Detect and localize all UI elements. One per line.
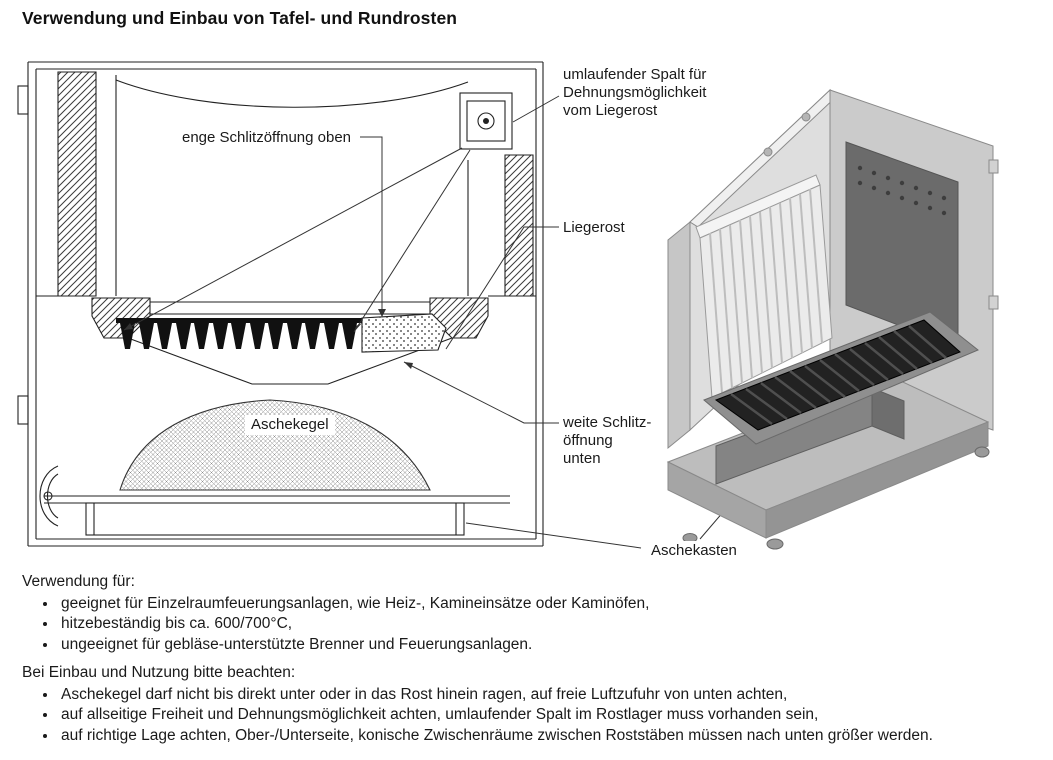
bullet-item: auf richtige Lage achten, Ober-/Untersei… [58,726,1034,746]
insulation-hatch [57,71,97,297]
liegerost-end-section [361,313,447,353]
hinge-lug [17,395,29,425]
label-aschekasten: Aschekasten [645,541,743,561]
bullet-item: auf allseitige Freiheit und Dehnungsmögl… [58,705,1034,725]
label-aschekegel: Aschekegel [245,415,335,435]
label-enge-schlitzoeffnung: enge Schlitzöffnung oben [182,129,352,146]
label-umlaufender-spalt: umlaufender Spalt für Dehnungsmöglichkei… [563,66,707,119]
iso-render-figure [666,88,999,550]
cross-section-figure [17,61,544,547]
bullet-item: ungeeignet für gebläse-unterstützte Bren… [58,635,1034,655]
aschekasten-drawer [85,502,465,536]
bullet-item: hitzebeständig bis ca. 600/700°C, [58,614,1034,634]
aschekasten-3d [715,387,905,485]
page-title: Verwendung und Einbau von Tafel- und Run… [22,8,458,28]
section-heading-verwendung: Verwendung für: [22,573,135,590]
label-weite-schlitzoeffnung: weite Schlitz- öffnung unten [563,414,652,467]
ribbed-panel [695,174,833,399]
label-liegerost: Liegerost [563,219,625,236]
trough [127,337,453,385]
perforated-panel [845,141,959,349]
body-text: Verwendung für: geeignet für Einzelraumf… [22,572,1034,754]
bullet-list-verwendung: geeignet für Einzelraumfeuerungsanlagen,… [22,594,1034,655]
hinge-lug [17,85,29,115]
liegerost-3d [714,319,961,431]
section-heading-einbau: Bei Einbau und Nutzung bitte beachten: [22,664,296,681]
insulation-hatch [504,154,534,297]
bullet-item: Aschekegel darf nicht bis direkt unter o… [58,685,1034,705]
bullet-item: geeignet für Einzelraumfeuerungsanlagen,… [58,594,1034,614]
liegerost-section [116,318,362,349]
bullet-list-einbau: Aschekegel darf nicht bis direkt unter o… [22,685,1034,746]
aschekegel-shape [119,399,431,491]
gap-detail-box [459,92,513,150]
